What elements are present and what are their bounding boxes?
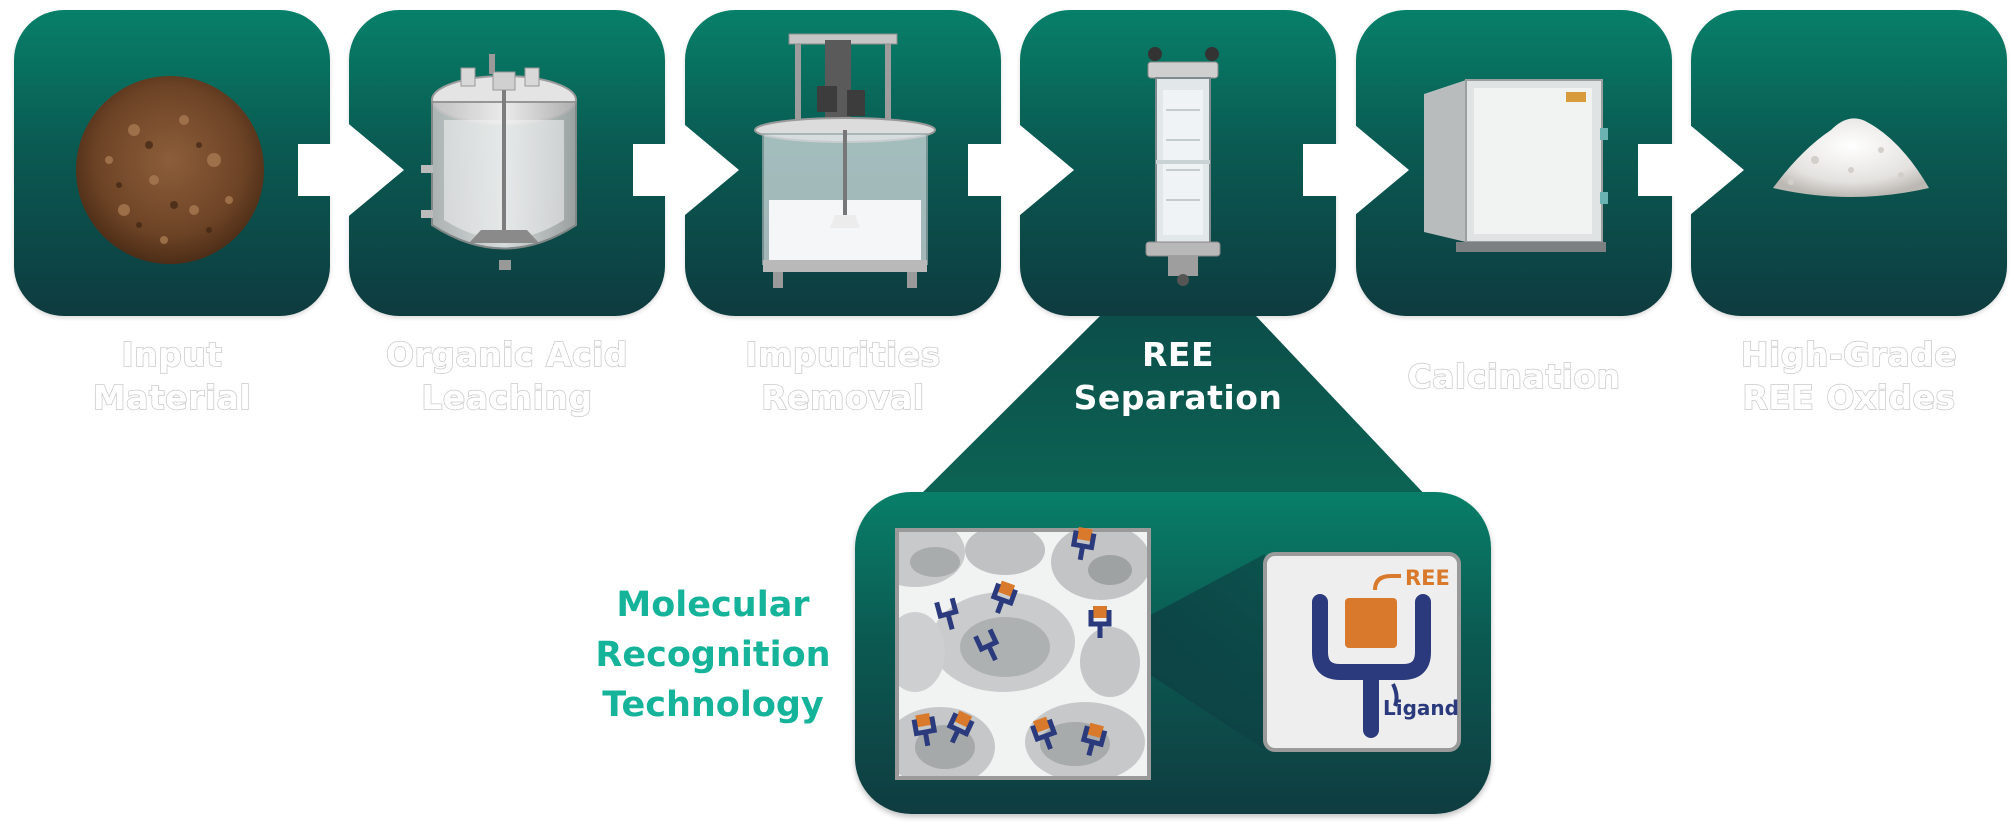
- stage-ree-separation: [1020, 10, 1336, 316]
- calcination-furnace-icon: [1424, 79, 1608, 252]
- stage-high-grade-ree-oxides: [1691, 10, 2007, 316]
- leaching-reactor-icon: [421, 54, 577, 270]
- flow-arrow-5-icon: [1638, 120, 1744, 220]
- flow-arrow-1-icon: [298, 120, 404, 220]
- stage-impurities-removal: [685, 10, 1001, 316]
- stage-label-calcination: Calcination: [1407, 356, 1621, 397]
- molecular-recognition-illustration: [895, 527, 1461, 780]
- flow-arrow-2-icon: [633, 120, 739, 220]
- stage-input-material: [14, 10, 330, 316]
- flow-arrow-4-icon: [1303, 120, 1409, 220]
- molecular-recognition-detail-panel: REE Ligand: [855, 492, 1491, 814]
- ligand-label: Ligand: [1383, 696, 1459, 720]
- soil-icon: [76, 76, 264, 264]
- impurity-removal-vessel-icon: [754, 33, 936, 288]
- ligand-ree-complexes: [911, 527, 1112, 757]
- ree-label: REE: [1405, 566, 1450, 590]
- stage-organic-acid-leaching: [349, 10, 665, 316]
- oxide-powder-icon: [1773, 118, 1929, 197]
- flow-arrow-3-icon: [968, 120, 1074, 220]
- separation-column-icon: [1145, 47, 1221, 286]
- porous-material-image: [895, 527, 1151, 780]
- technology-caption: Molecular Recognition Technology: [595, 585, 831, 725]
- ligand-inset: [1263, 552, 1461, 752]
- stage-calcination: [1356, 10, 1672, 316]
